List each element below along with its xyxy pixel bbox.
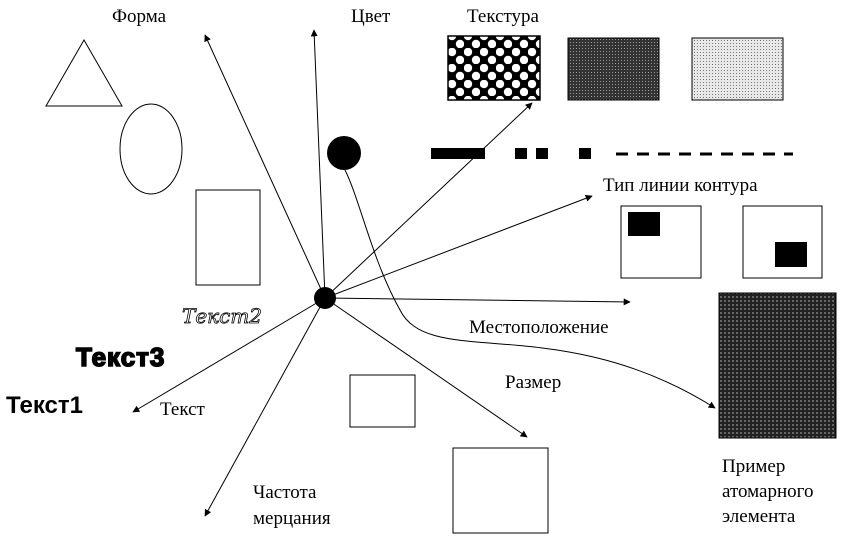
text-sample-2: Текст2: [182, 304, 262, 328]
arrow-texture: [324, 102, 533, 299]
label-form: Форма: [112, 6, 167, 27]
center-node: [314, 287, 336, 309]
texture-light: [691, 37, 784, 101]
label-example-line1: Пример: [722, 456, 785, 477]
label-color: Цвет: [351, 6, 391, 27]
arrow-size: [324, 297, 528, 438]
texture-dense: [567, 37, 660, 101]
size-box-small: [349, 374, 416, 428]
arrow-location: [324, 297, 631, 306]
line-sample-dash-2: [536, 148, 548, 159]
size-samples: [349, 374, 549, 534]
label-example-line2: атомарного: [722, 481, 813, 502]
label-line-type: Тип линии контура: [603, 175, 758, 196]
form-shapes: [45, 38, 261, 286]
atomic-element: [718, 292, 837, 439]
color-dot: [327, 136, 361, 170]
arrow-form: [204, 34, 326, 299]
arrow-text: [132, 297, 326, 413]
label-location: Местоположение: [469, 317, 609, 338]
text-sample-1: Текст1: [6, 392, 83, 419]
label-flicker-line2: мерцания: [253, 508, 331, 529]
texture-samples: [447, 35, 784, 101]
arrows: [132, 29, 716, 517]
triangle-shape: [45, 38, 123, 107]
arrow-line-type: [324, 194, 593, 299]
label-size: Размер: [505, 372, 561, 393]
label-example-line3: элемента: [722, 506, 796, 527]
line-sample-dot: [579, 148, 591, 159]
label-texture: Текстура: [467, 6, 540, 27]
line-sample-thick: [431, 148, 485, 159]
texture-dots: [447, 35, 541, 101]
label-flicker-line1: Частота: [253, 482, 317, 503]
arrow-flicker: [204, 297, 326, 517]
location-marker-1: [628, 212, 660, 236]
location-samples: [620, 205, 823, 279]
label-text: Текст: [160, 399, 206, 420]
line-sample-dash-1: [515, 148, 527, 159]
ellipse-shape: [119, 103, 183, 195]
rectangle-shape: [195, 189, 261, 286]
text-sample-3: Текст3: [76, 342, 165, 372]
arrow-color: [310, 29, 326, 299]
size-box-large: [452, 447, 549, 534]
line-type-samples: [431, 148, 793, 159]
curve-to-example: [344, 169, 716, 409]
location-marker-2: [775, 242, 807, 267]
